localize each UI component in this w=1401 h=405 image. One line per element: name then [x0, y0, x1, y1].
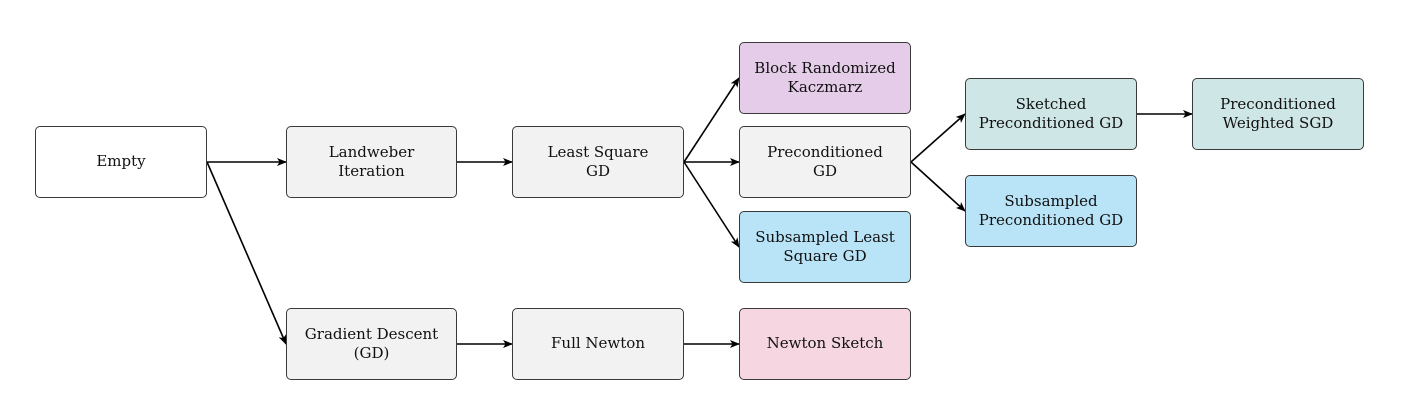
node-preconditioned-gd: Preconditioned GD: [739, 126, 911, 198]
node-sketched-preconditioned-gd-label: Sketched Preconditioned GD: [978, 94, 1124, 133]
node-full-newton-label: Full Newton: [551, 334, 645, 353]
edge-least-square-gd-to-block-randomized-kaczmarz: [683, 77, 740, 163]
node-subsampled-least-square-gd-label: Subsampled Least Square GD: [755, 227, 895, 266]
node-landweber-iteration: Landweber Iteration: [286, 126, 457, 198]
edge-least-square-gd-to-subsampled-least-square-gd: [683, 161, 740, 248]
node-landweber-iteration-label: Landweber Iteration: [328, 142, 415, 181]
node-preconditioned-gd-label: Preconditioned GD: [767, 142, 883, 181]
node-full-newton: Full Newton: [512, 308, 684, 380]
node-block-randomized-kaczmarz-label: Block Randomized Kaczmarz: [754, 58, 896, 97]
node-block-randomized-kaczmarz: Block Randomized Kaczmarz: [739, 42, 911, 114]
node-subsampled-preconditioned-gd: Subsampled Preconditioned GD: [965, 175, 1137, 247]
node-preconditioned-weighted-sgd-label: Preconditioned Weighted SGD: [1220, 94, 1336, 133]
node-preconditioned-weighted-sgd: Preconditioned Weighted SGD: [1192, 78, 1364, 150]
node-subsampled-preconditioned-gd-label: Subsampled Preconditioned GD: [978, 191, 1124, 230]
node-least-square-gd-label: Least Square GD: [547, 142, 649, 181]
node-sketched-preconditioned-gd: Sketched Preconditioned GD: [965, 78, 1137, 150]
edge-empty-to-gradient-descent: [206, 161, 287, 345]
edge-preconditioned-gd-to-subsampled-preconditioned-gd: [910, 161, 966, 212]
node-newton-sketch-label: Newton Sketch: [766, 334, 884, 353]
node-gradient-descent: Gradient Descent (GD): [286, 308, 457, 380]
edge-preconditioned-gd-to-sketched-preconditioned-gd: [910, 113, 966, 163]
node-least-square-gd: Least Square GD: [512, 126, 684, 198]
node-gradient-descent-label: Gradient Descent (GD): [304, 324, 439, 363]
node-empty: Empty: [35, 126, 207, 198]
node-empty-label: Empty: [96, 152, 146, 171]
node-newton-sketch: Newton Sketch: [739, 308, 911, 380]
node-subsampled-least-square-gd: Subsampled Least Square GD: [739, 211, 911, 283]
